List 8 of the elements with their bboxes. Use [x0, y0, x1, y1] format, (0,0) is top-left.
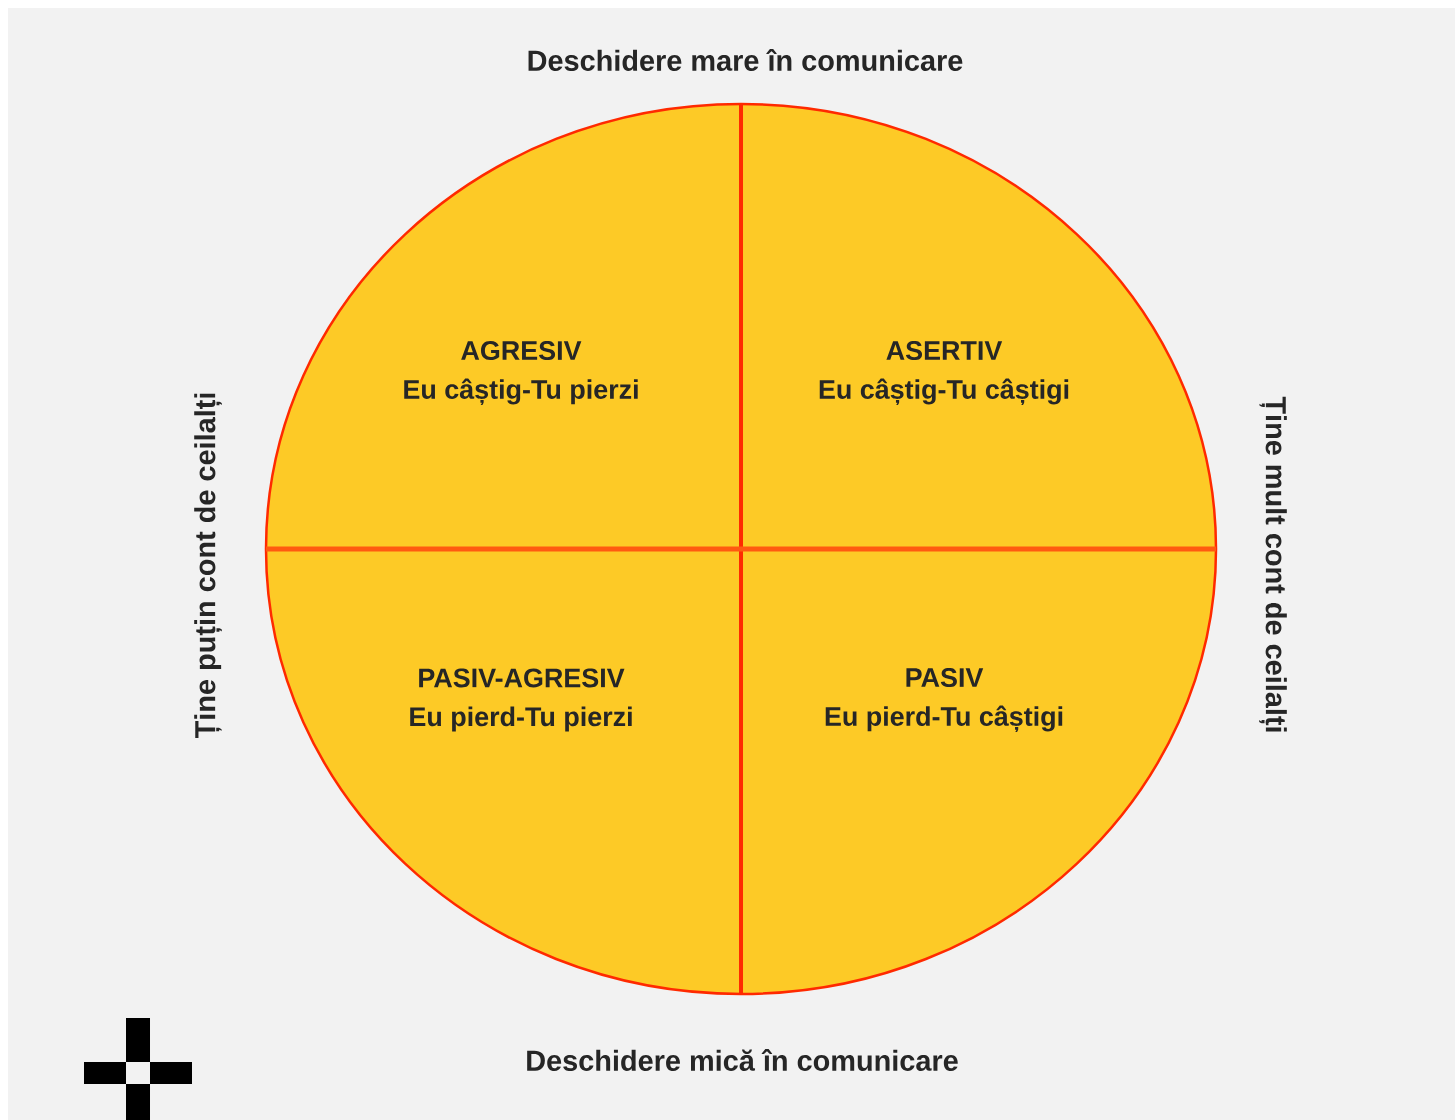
- axis-label: Ține puțin cont de ceilalți: [194, 393, 222, 739]
- quadrant: PASIV-AGRESIV Eu pierd-Tu pierzi: [264, 548, 742, 996]
- quadrant: AGRESIV Eu câștig-Tu pierzi: [264, 102, 742, 550]
- axis-label: Deschidere mică în comunicare: [527, 1049, 958, 1071]
- axis-label: Deschidere mare în comunicare: [528, 49, 963, 71]
- axis-label: Ține mult cont de ceilalți: [1259, 396, 1287, 732]
- quadrant: ASERTIV Eu câștig-Tu câștigi: [740, 102, 1218, 550]
- quadrant: PASIV Eu pierd-Tu câștigi: [740, 548, 1218, 996]
